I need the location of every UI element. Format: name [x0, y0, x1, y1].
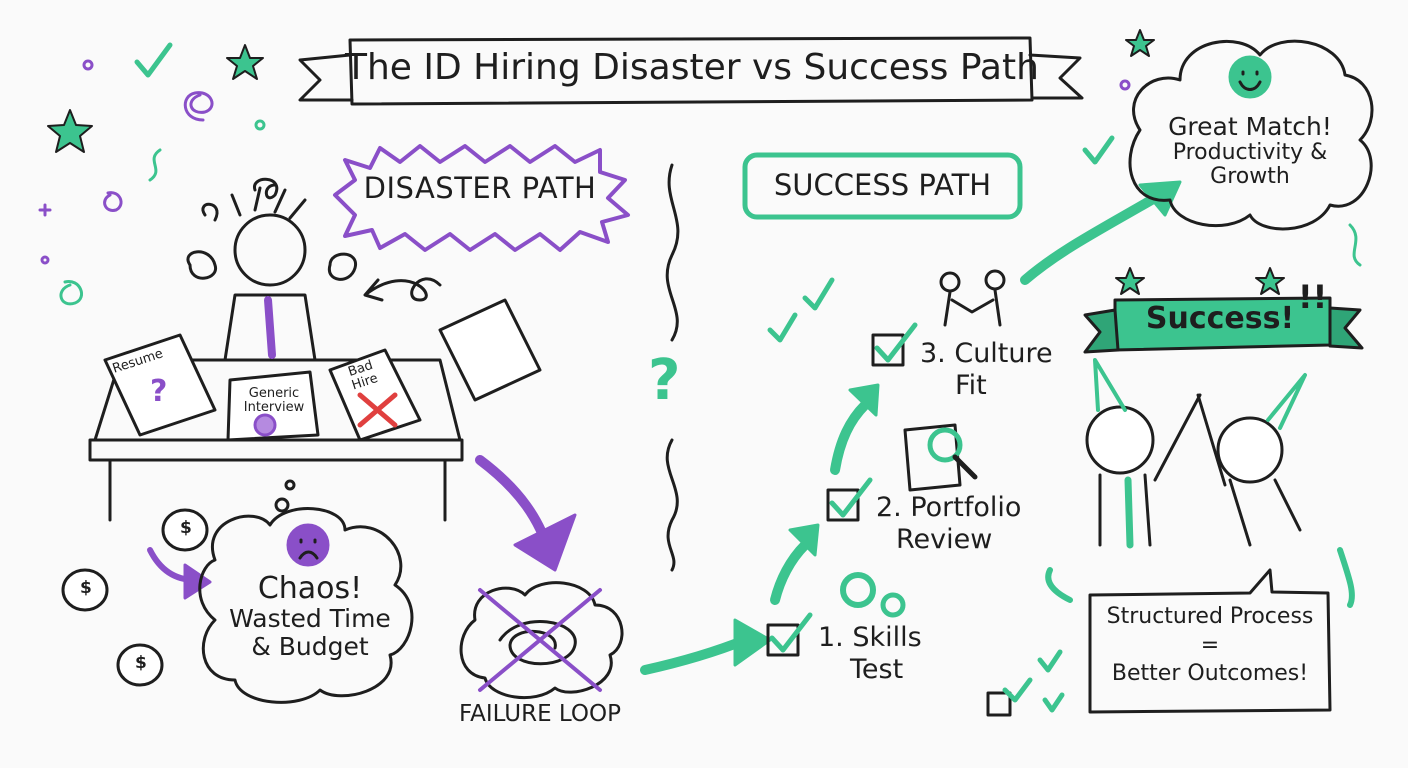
failure-loop-cloud	[459, 581, 624, 700]
desk	[88, 358, 464, 522]
chaos-line2: Wasted Time	[229, 604, 391, 633]
bad-hire-paper	[328, 348, 422, 442]
result-line1: Great Match!	[1168, 112, 1332, 141]
money-bags	[61, 508, 209, 687]
title-banner	[298, 36, 1084, 106]
disaster-path-badge: DISASTER PATH	[363, 171, 597, 205]
success-path-badge: SUCCESS PATH	[773, 168, 992, 202]
chaos-line1: Chaos!	[257, 571, 363, 606]
great-match-text: Great Match! Productivity & Growth	[1140, 113, 1360, 189]
purple-cross	[478, 588, 602, 692]
callout-text: Structured Process = Better Outcomes!	[1090, 603, 1330, 689]
callout-line3: Better Outcomes!	[1111, 661, 1309, 687]
dollar-sign: $	[180, 518, 192, 538]
result-line2: Productivity &	[1172, 139, 1328, 165]
cv-paper	[438, 298, 542, 402]
frown-icon	[253, 413, 277, 437]
step-line1: 1. Skills	[818, 622, 922, 653]
chaos-cloud	[198, 507, 414, 704]
stressed-person	[186, 177, 357, 362]
page-title: The ID Hiring Disaster vs Success Path	[345, 47, 1039, 88]
callout-box	[1088, 568, 1332, 714]
celebrating-people	[1085, 358, 1307, 549]
callout-line1: Structured Process	[1106, 604, 1314, 629]
curly-arrow	[363, 277, 442, 302]
gear-icon	[840, 572, 876, 608]
notebook-icon	[903, 423, 962, 492]
result-line3: Growth	[1210, 163, 1290, 189]
resume-paper	[103, 333, 217, 437]
down-arrow-head	[513, 513, 577, 572]
stars	[47, 29, 1285, 295]
step-line2: Review	[896, 524, 993, 556]
step-portfolio-review: 2. Portfolio Review	[876, 492, 1021, 557]
divider-squiggle	[665, 163, 680, 572]
decorations	[38, 59, 1131, 265]
chaos-text: Chaos! Wasted Time & Budget	[210, 572, 410, 660]
dollar-sign: $	[135, 653, 147, 673]
question-mark-icon: ?	[150, 374, 168, 409]
step-skills-test: 1. Skills Test	[818, 622, 922, 687]
happy-face-icon	[1228, 55, 1272, 99]
sad-face-icon	[286, 523, 330, 567]
callout-line2: =	[1200, 632, 1220, 658]
step-line1: 3. Culture	[920, 338, 1053, 369]
step-line2: Fit	[955, 370, 987, 402]
red-x-icon	[357, 392, 398, 428]
interview-label: Generic Interview	[243, 386, 305, 416]
step-line1: 2. Portfolio	[876, 492, 1022, 523]
exclamation-marks: !!	[1298, 278, 1328, 316]
gear-icon-small	[880, 592, 906, 618]
failure-loop-label: FAILURE LOOP	[458, 701, 622, 727]
handshake-icon	[939, 269, 1006, 327]
step-line2: Test	[850, 654, 904, 686]
success-arrows	[640, 190, 1165, 675]
disaster-badge-shape	[333, 144, 630, 252]
great-match-cloud	[1128, 39, 1374, 231]
magnifier-icon	[927, 427, 963, 463]
dollar-sign: $	[80, 578, 92, 598]
divider-question-mark: ?	[648, 348, 681, 413]
step-culture-fit: 3. Culture Fit	[920, 338, 1053, 403]
interview-paper	[226, 370, 320, 442]
checkmarks	[134, 42, 1115, 713]
success-ribbon-text: Success!	[1145, 301, 1295, 336]
chaos-line3: & Budget	[251, 631, 369, 661]
success-badge-shape	[742, 152, 1023, 220]
step-checkboxes	[766, 333, 1012, 717]
